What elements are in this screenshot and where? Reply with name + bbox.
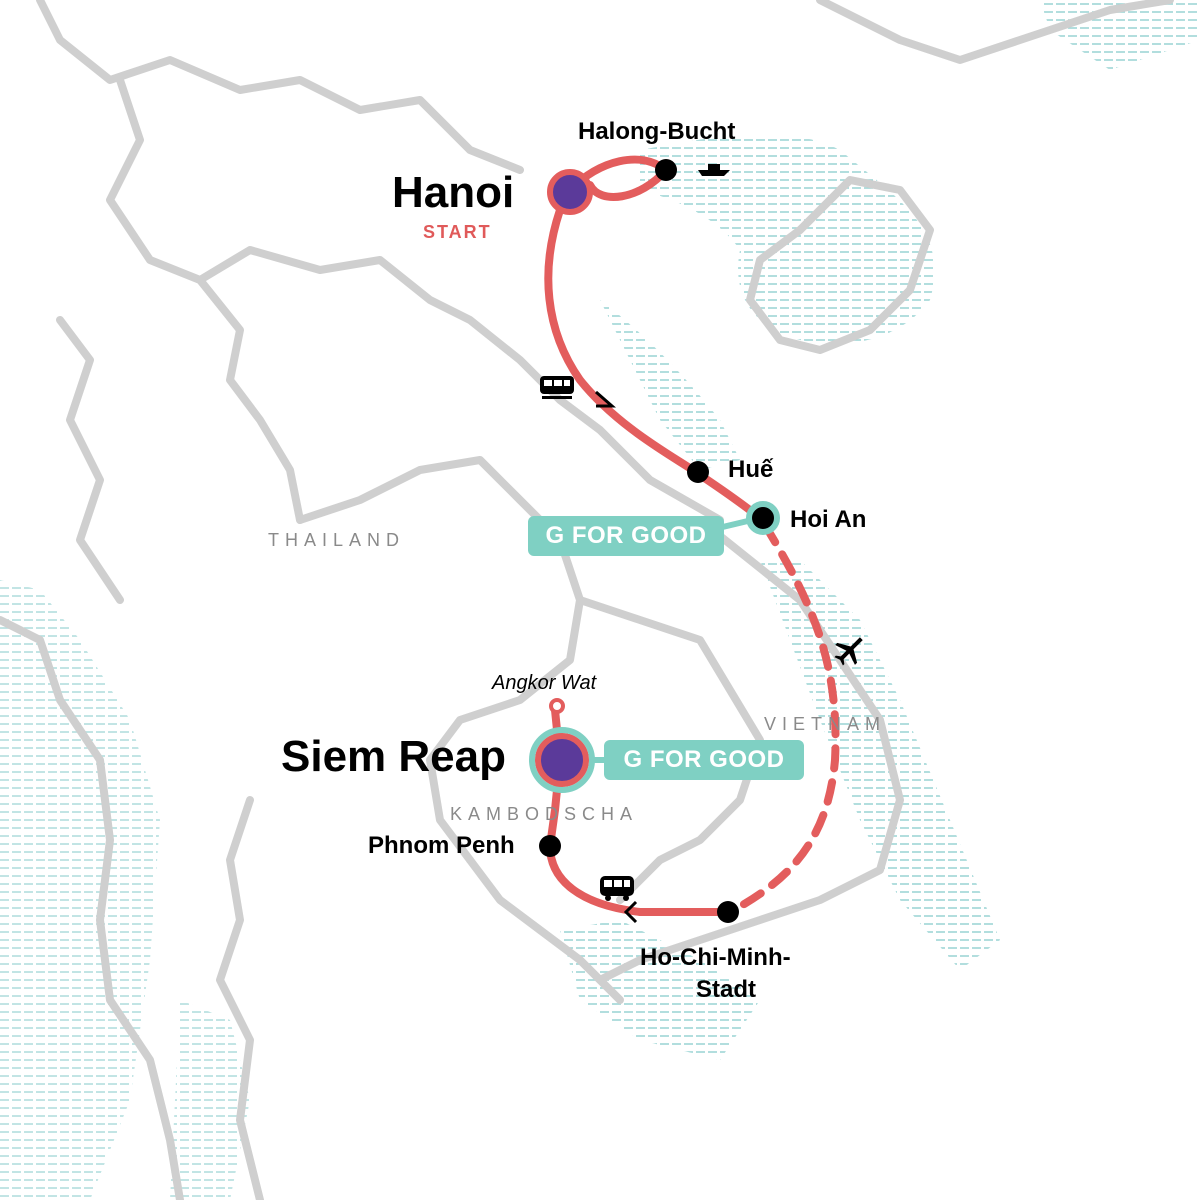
- start-tag: START: [423, 222, 492, 242]
- direction-arrow-north: [595, 390, 616, 408]
- stop-dots: [529, 159, 780, 923]
- boat-icon: [698, 164, 730, 176]
- hanoi-label: Hanoi: [392, 168, 515, 217]
- siem-reap-label: Siem Reap: [281, 732, 506, 781]
- hcmc-label-line1: Ho-Chi-Minh-: [640, 944, 791, 971]
- hcmc-label-line2: Stadt: [696, 976, 756, 1003]
- hue-marker: [687, 461, 709, 483]
- hanoi-marker: [547, 169, 593, 215]
- hoi-an-marker: [746, 501, 780, 535]
- siem-reap-marker: [535, 733, 589, 787]
- siem-reap-g-for-good-badge: G FOR GOOD: [604, 740, 804, 780]
- train-icon: [540, 376, 574, 399]
- vietnam-label: VIETNAM: [764, 714, 887, 734]
- plane-icon: [834, 637, 863, 666]
- halong-label: Halong-Bucht: [578, 118, 736, 145]
- angkor-wat-label: Angkor Wat: [492, 672, 597, 694]
- bus-icon: [600, 876, 634, 901]
- phnom-penh-label: Phnom Penh: [368, 832, 515, 859]
- phnom-penh-marker: [539, 835, 561, 857]
- hcmc-marker: [717, 901, 739, 923]
- halong-marker: [655, 159, 677, 181]
- flight-route: [726, 521, 840, 916]
- direction-arrow-west: [623, 900, 638, 924]
- cambodia-label: KAMBODSCHA: [450, 804, 639, 824]
- angkor-marker: [549, 698, 565, 714]
- hoi-an-g-for-good-badge: G FOR GOOD: [528, 516, 724, 556]
- hue-label: Huế: [728, 456, 774, 483]
- thailand-label: THAILAND: [268, 530, 406, 550]
- hoi-an-label: Hoi An: [790, 506, 867, 533]
